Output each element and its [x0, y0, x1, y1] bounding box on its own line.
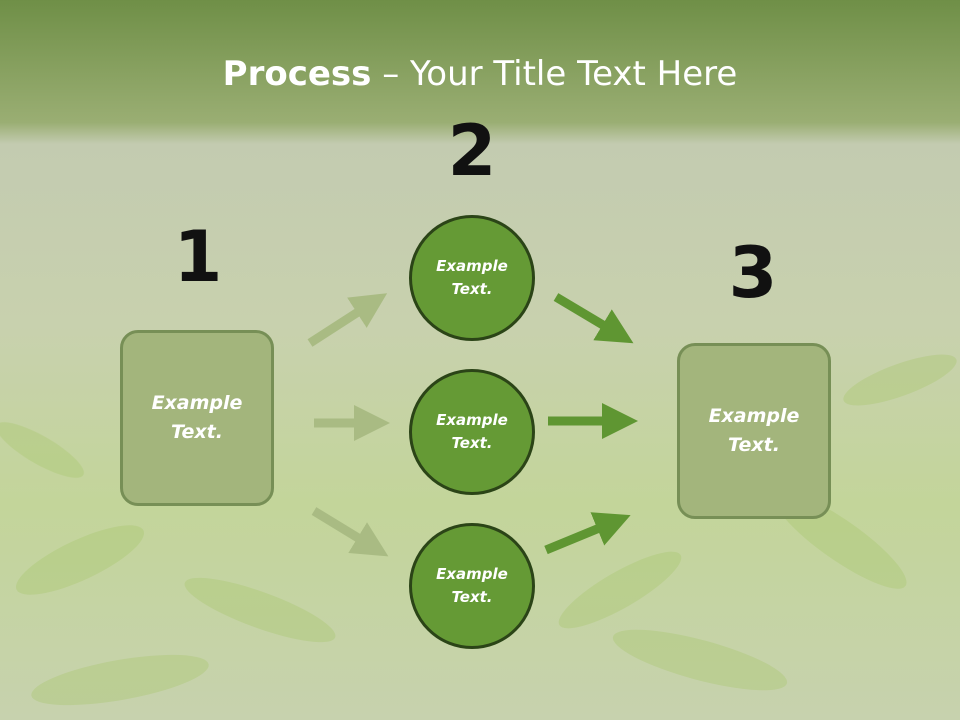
arrow-top-to-right	[553, 293, 634, 344]
slide-title: Process – Your Title Text Here	[0, 52, 960, 96]
step-2-circle-bottom: Example Text.	[409, 523, 535, 649]
step-1-box-text: Example Text.	[151, 392, 243, 443]
step-number-3: 3	[728, 232, 778, 314]
step-3-box: Example Text.	[677, 343, 831, 519]
arrow-left-to-bottom	[311, 507, 389, 557]
circle-middle-text: Example Text.	[436, 411, 508, 452]
step-2-circle-middle: Example Text.	[409, 369, 535, 495]
step-1-box: Example Text.	[120, 330, 274, 506]
step-number-2: 2	[447, 110, 497, 192]
arrow-bottom-to-right	[544, 512, 631, 555]
arrow-left-to-top	[307, 293, 388, 347]
step-2-circle-top: Example Text.	[409, 215, 535, 341]
title-rest: Your Title Text Here	[410, 54, 738, 94]
title-bold: Process	[222, 54, 372, 94]
step-3-box-text: Example Text.	[708, 405, 800, 456]
step-number-1: 1	[173, 216, 223, 298]
circle-bottom-text: Example Text.	[436, 565, 508, 606]
title-dash: –	[371, 54, 411, 94]
circle-top-text: Example Text.	[436, 257, 508, 298]
